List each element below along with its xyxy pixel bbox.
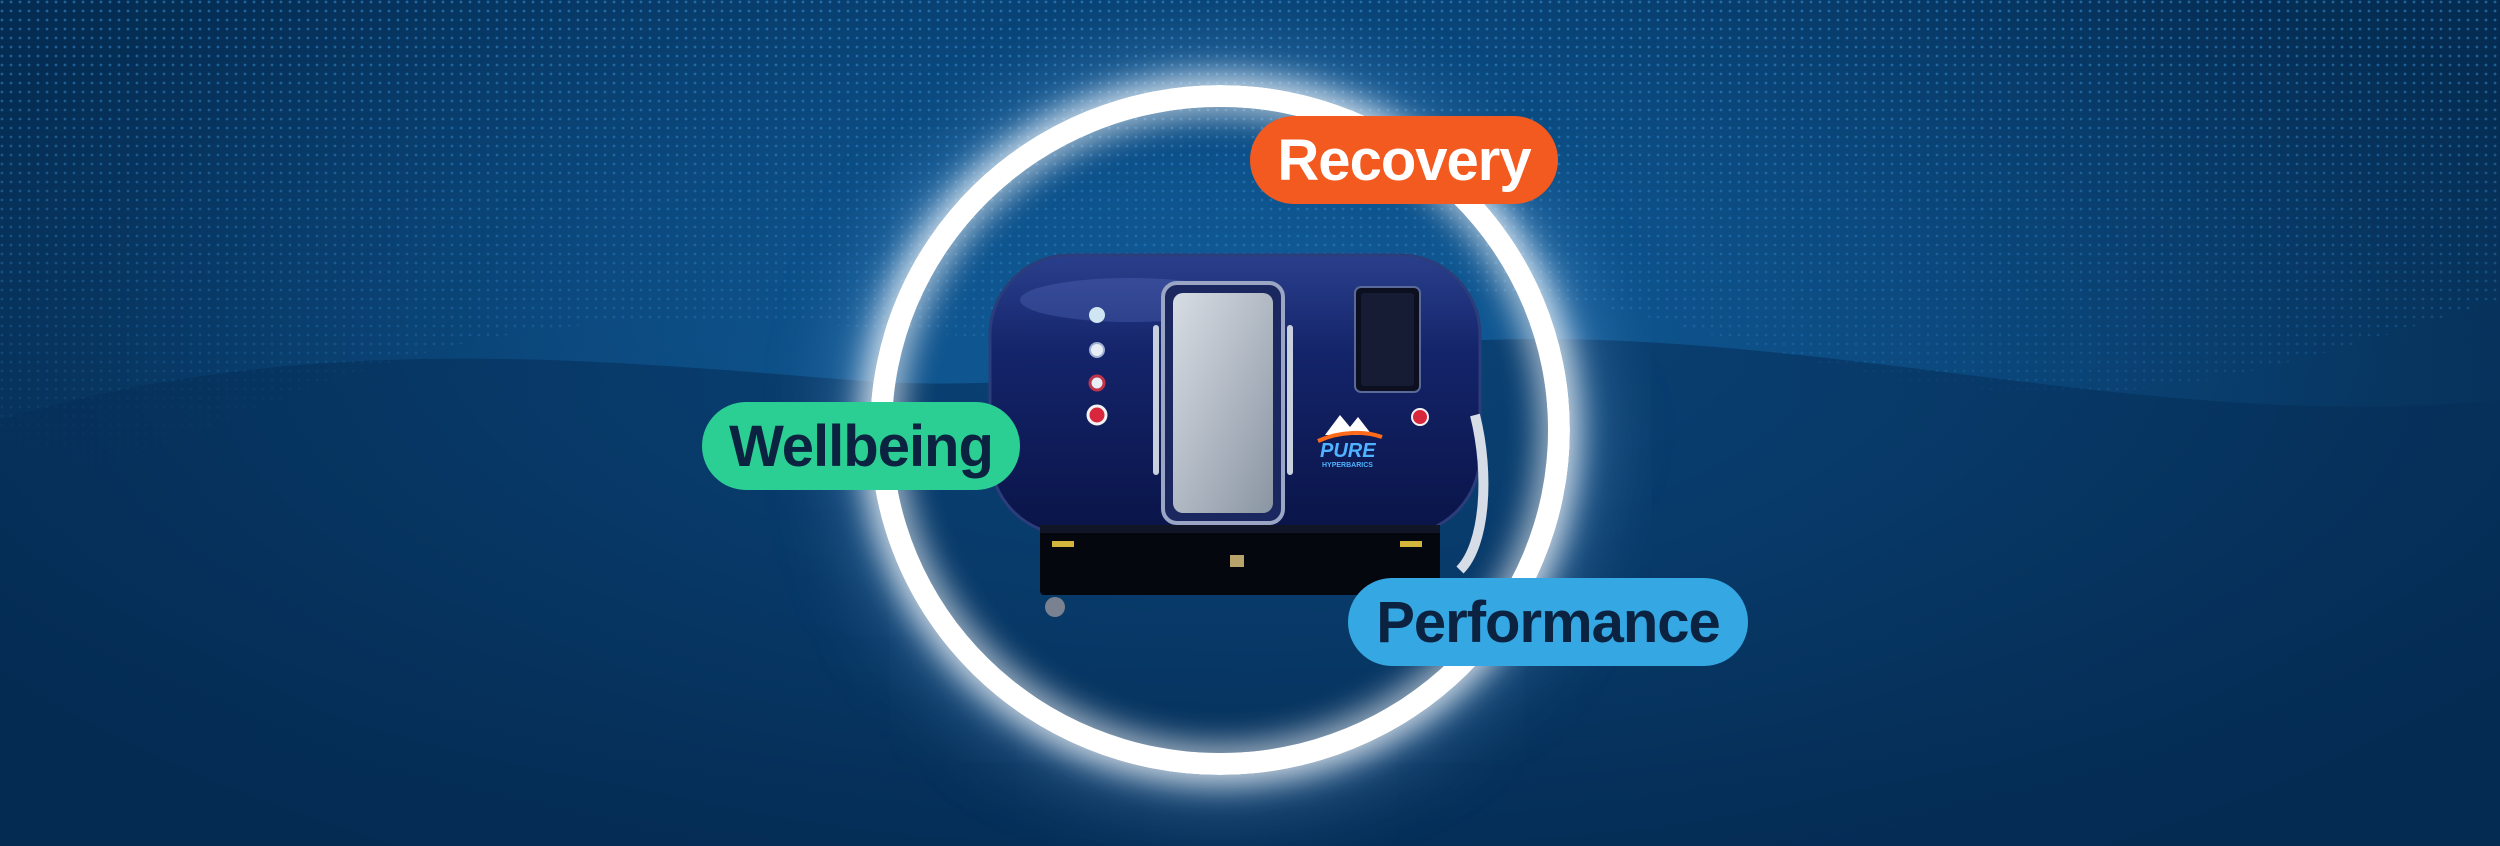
mountain-logo-icon: PURE HYPERBARICS (1317, 415, 1383, 469)
performance-label: Performance (1376, 589, 1721, 655)
wellbeing-pill: Wellbeing (702, 402, 1020, 490)
control-screen-icon (1354, 286, 1429, 426)
svg-text:PURE: PURE (1320, 440, 1376, 462)
recovery-pill: Recovery (1250, 116, 1558, 204)
pressure-gauge-icon (1086, 307, 1108, 426)
svg-text:HYPERBARICS: HYPERBARICS (1322, 462, 1373, 469)
performance-pill: Performance (1348, 578, 1748, 666)
wellbeing-label: Wellbeing (729, 413, 994, 479)
hyperbaric-chamber-icon: PURE HYPERBARICS (988, 253, 1489, 617)
recovery-label: Recovery (1277, 127, 1531, 193)
